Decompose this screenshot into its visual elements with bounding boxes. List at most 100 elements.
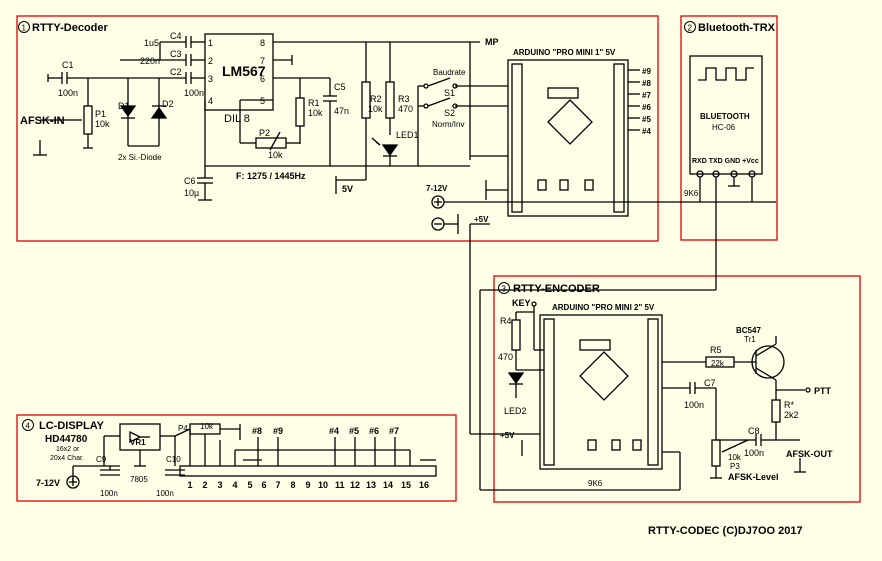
arduino1-pin7: #7 [642,91,651,100]
d1-label: D1 [118,101,130,111]
p1-value: 10k [95,119,110,129]
r1-label: R1 [308,98,320,108]
decoder-num: 1 [22,24,27,33]
bt-pins-label: RXD TXD GND +Vcc [692,158,759,165]
c4-label: C4 [170,31,182,41]
d2-label: D2 [162,99,174,109]
lcd-pin-number: 6 [262,480,267,490]
lcd-pin-number: 5 [248,480,253,490]
c7-value: 100n [684,400,704,410]
r3-value: 470 [398,104,413,114]
pin-8: 8 [260,38,265,48]
arduino1-label: ARDUINO "PRO MINI 1" 5V [513,48,616,57]
lcd-arduino-pin: #9 [273,426,283,436]
lcd-pin-number: 16 [419,480,429,490]
bluetooth-frame [680,15,778,241]
display-num: 4 [26,422,31,431]
encoder-plus5v: +5V [500,431,515,440]
pin-3: 3 [208,74,213,84]
encoder-num: 3 [502,285,507,294]
rx-label: R* [784,400,794,410]
key-label: KEY [512,298,531,308]
ic-name: LM567 [222,63,266,79]
lcd-arduino-pin: #8 [252,426,262,436]
c3-label: C3 [170,49,182,59]
display-variant1: 16x2 or [56,446,80,453]
led1-label: LED1 [396,130,419,140]
bluetooth-num: 2 [688,24,693,33]
lcd-pin-number: 13 [366,480,376,490]
r9k6-label: 9K6 [684,189,699,198]
c8-value: 100n [744,448,764,458]
display-variant2: 20x4 Char. [50,455,84,462]
pin-5: 5 [260,96,265,106]
bt-module-label: BLUETOOTH [700,112,750,121]
lcd-pin-number: 2 [203,480,208,490]
c3-value: 220n [140,56,160,66]
transistor-type: BC547 [736,326,761,335]
v5-label: 5V [342,184,353,194]
c6-label: C6 [184,176,196,186]
p4-value: 10k [200,422,214,431]
plus5v-label: +5V [474,215,489,224]
lcd-pin-number: 14 [383,480,393,490]
regulator-label: 7805 [130,475,148,484]
c1-value: 100n [58,88,78,98]
baudrate-label: Baudrate [433,68,466,77]
vr1-label: VR1 [130,438,146,447]
lcd-pin-number: 3 [218,480,223,490]
c9-value: 100n [100,489,118,498]
r5-label: R5 [710,345,722,355]
s1-label: S1 [444,88,455,98]
arduino-pro-mini-2 [539,314,663,470]
c5-label: C5 [334,82,346,92]
lcd-pin-number: 7 [276,480,281,490]
pin-2: 2 [208,56,213,66]
r2-label: R2 [370,94,382,104]
r2-value: 10k [368,104,383,114]
lcd-pin-number: 8 [291,480,296,490]
arduino1-pin4: #4 [642,127,651,136]
s2-label: S2 [444,108,455,118]
arduino-pro-mini-1 [507,59,629,217]
lcd-arduino-pin: #5 [349,426,359,436]
lcd-pin-number: 10 [318,480,328,490]
arduino2-label: ARDUINO "PRO MINI 2" 5V [552,303,655,312]
lcd-arduino-pin: #7 [389,426,399,436]
lcd-pin-number: 1 [188,480,193,490]
lcd-arduino-pin: #4 [329,426,339,436]
pin-6: 6 [260,74,265,84]
display-supply: 7-12V [36,478,60,488]
lcd-connector [179,465,437,477]
afsk-out-label: AFSK-OUT [786,449,833,459]
display-model: HD44780 [45,434,88,445]
p4-label: P4 [178,424,188,433]
lcd-arduino-pin: #6 [369,426,379,436]
hc06-module [689,55,763,175]
c10-label: C10 [166,455,181,464]
p3-label: P3 [730,462,740,471]
r5-value: 22k [711,359,725,368]
afsk-level-label: AFSK-Level [728,472,779,482]
bt-model-label: HC-06 [712,123,736,132]
c7-label: C7 [704,378,716,388]
transistor-label: Tr1 [744,335,756,344]
c9-label: C9 [96,455,107,464]
afsk-in-label: AFSK-IN [20,115,65,127]
pin-4: 4 [208,96,213,106]
c4-value: 1u5 [144,38,159,48]
ptt-label: PTT [814,386,832,396]
encoder-title: RTTY-ENCODER [513,283,600,295]
p3-value: 10k [728,453,742,462]
arduino1-pin5: #5 [642,115,651,124]
diodes-label: 2x Si.-Diode [118,153,162,162]
lm567-ic [204,33,274,111]
display-frame [16,414,457,502]
rx-value: 2k2 [784,410,799,420]
c10-value: 100n [156,489,174,498]
r3-label: R3 [398,94,410,104]
footer-credit: RTTY-CODEC (C)DJ7OO 2017 [648,525,803,537]
encoder-r9k6: 9K6 [588,479,603,488]
